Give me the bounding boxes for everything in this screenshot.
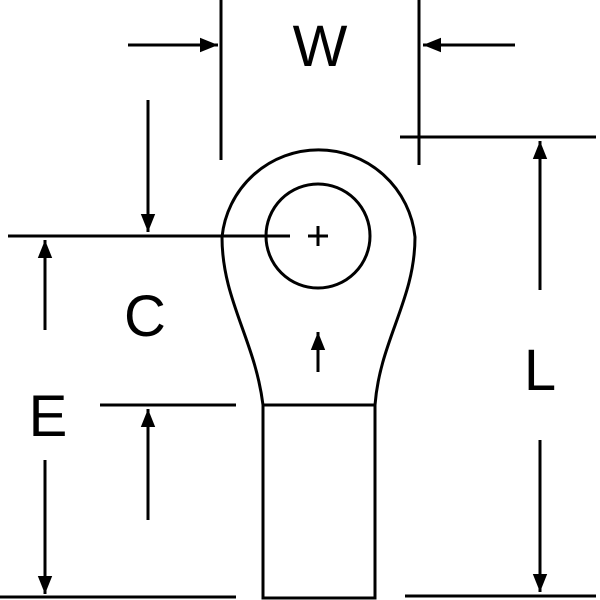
label-w: W xyxy=(293,14,348,79)
ring-outline xyxy=(220,148,417,406)
label-c: C xyxy=(124,284,166,349)
center-plus-icon xyxy=(308,226,328,246)
label-e: E xyxy=(29,384,68,449)
label-l: L xyxy=(524,338,556,403)
barrel xyxy=(261,403,377,600)
